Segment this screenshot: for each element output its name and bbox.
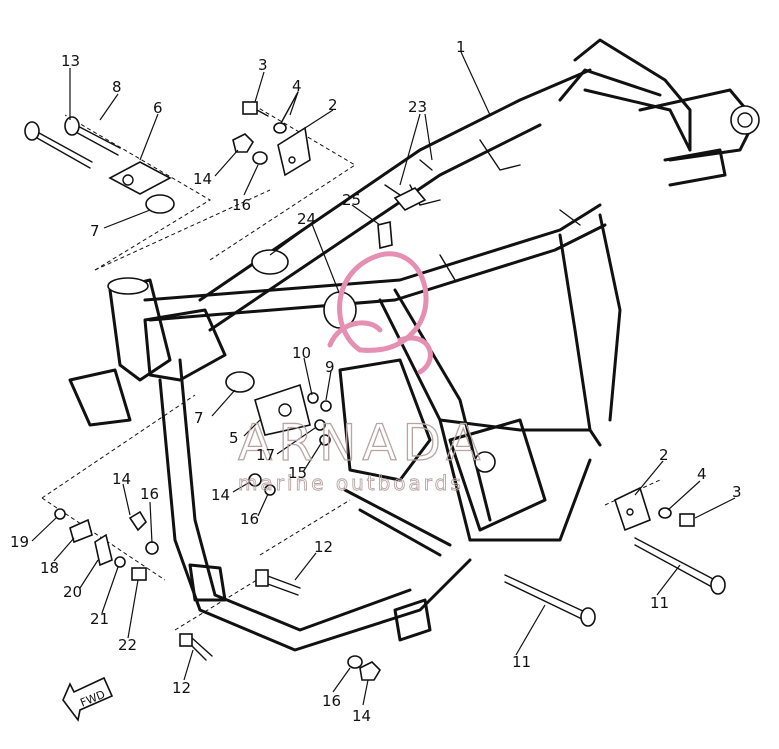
bolt-13-head: [24, 121, 40, 141]
part-21: [114, 556, 126, 568]
callout-12-upper: 12: [314, 538, 333, 556]
callout-16-top: 16: [232, 196, 251, 214]
part-22: [131, 567, 147, 581]
callout-20: 20: [63, 583, 82, 601]
callout-10: 10: [292, 344, 311, 362]
nut-14-top: [232, 133, 255, 153]
callout-16-mid: 16: [240, 510, 259, 528]
bracket-6: [108, 161, 172, 195]
bolt-8-head: [64, 116, 80, 136]
callout-18: 18: [40, 559, 59, 577]
callout-14-lower: 14: [352, 707, 371, 725]
bolt-12-lower: [179, 633, 193, 647]
callout-8: 8: [112, 78, 122, 96]
callout-14-mid: 14: [211, 486, 230, 504]
callout-17: 17: [256, 446, 275, 464]
callout-24: 24: [297, 210, 316, 228]
part-20: [94, 533, 113, 567]
watermark-logo: [327, 251, 433, 375]
bolt-13-shaft: [29, 127, 93, 163]
parts: [24, 91, 726, 681]
callout-9: 9: [325, 358, 335, 376]
callout-13: 13: [61, 52, 80, 70]
collar-7: [145, 194, 175, 214]
callout-16-lower: 16: [322, 692, 341, 710]
part-19: [54, 508, 66, 520]
bracket-2-top: [277, 126, 311, 177]
bracket-5: [254, 383, 311, 436]
bolt-3-right: [679, 513, 695, 527]
callout-6: 6: [153, 99, 163, 117]
callout-5: 5: [229, 429, 239, 447]
callout-3-top: 3: [258, 56, 268, 74]
callout-16-left: 16: [140, 485, 159, 503]
bolt-3-head: [242, 101, 258, 115]
watermark-tagline: marine outboards: [238, 471, 464, 495]
callout-numbers: 13 8 6 7 3 4 2 14 16 1 23 24 25 10 9 7 5…: [10, 38, 742, 725]
main-frame: [68, 38, 760, 652]
callout-23: 23: [408, 98, 427, 116]
bracket-2-right: [614, 486, 651, 532]
callout-1: 1: [456, 38, 466, 56]
fwd-arrow: FWD: [62, 676, 114, 722]
bolt-12-upper: [255, 569, 269, 587]
callout-4-right: 4: [697, 465, 707, 483]
bolt-11-right: [710, 575, 726, 595]
callout-15: 15: [288, 464, 307, 482]
callout-14-left: 14: [112, 470, 131, 488]
part-18: [69, 518, 93, 544]
callout-11-lower: 11: [512, 653, 531, 671]
leader-lines: [31, 51, 736, 706]
callout-7-mid: 7: [194, 409, 204, 427]
callout-4-top: 4: [292, 77, 302, 95]
callout-21: 21: [90, 610, 109, 628]
callout-3-right: 3: [732, 483, 742, 501]
callout-25: 25: [342, 191, 361, 209]
watermark-brand: ARNADA: [238, 414, 486, 472]
nut-14-lower: [359, 661, 382, 681]
callout-12-lower: 12: [172, 679, 191, 697]
bolt-11-lower: [580, 607, 596, 627]
callout-2-top: 2: [328, 96, 338, 114]
callout-22: 22: [118, 636, 137, 654]
callout-14-top: 14: [193, 170, 212, 188]
callout-2-right: 2: [659, 446, 669, 464]
callout-11-right: 11: [650, 594, 669, 612]
callout-7-top: 7: [90, 222, 100, 240]
callout-19: 19: [10, 533, 29, 551]
